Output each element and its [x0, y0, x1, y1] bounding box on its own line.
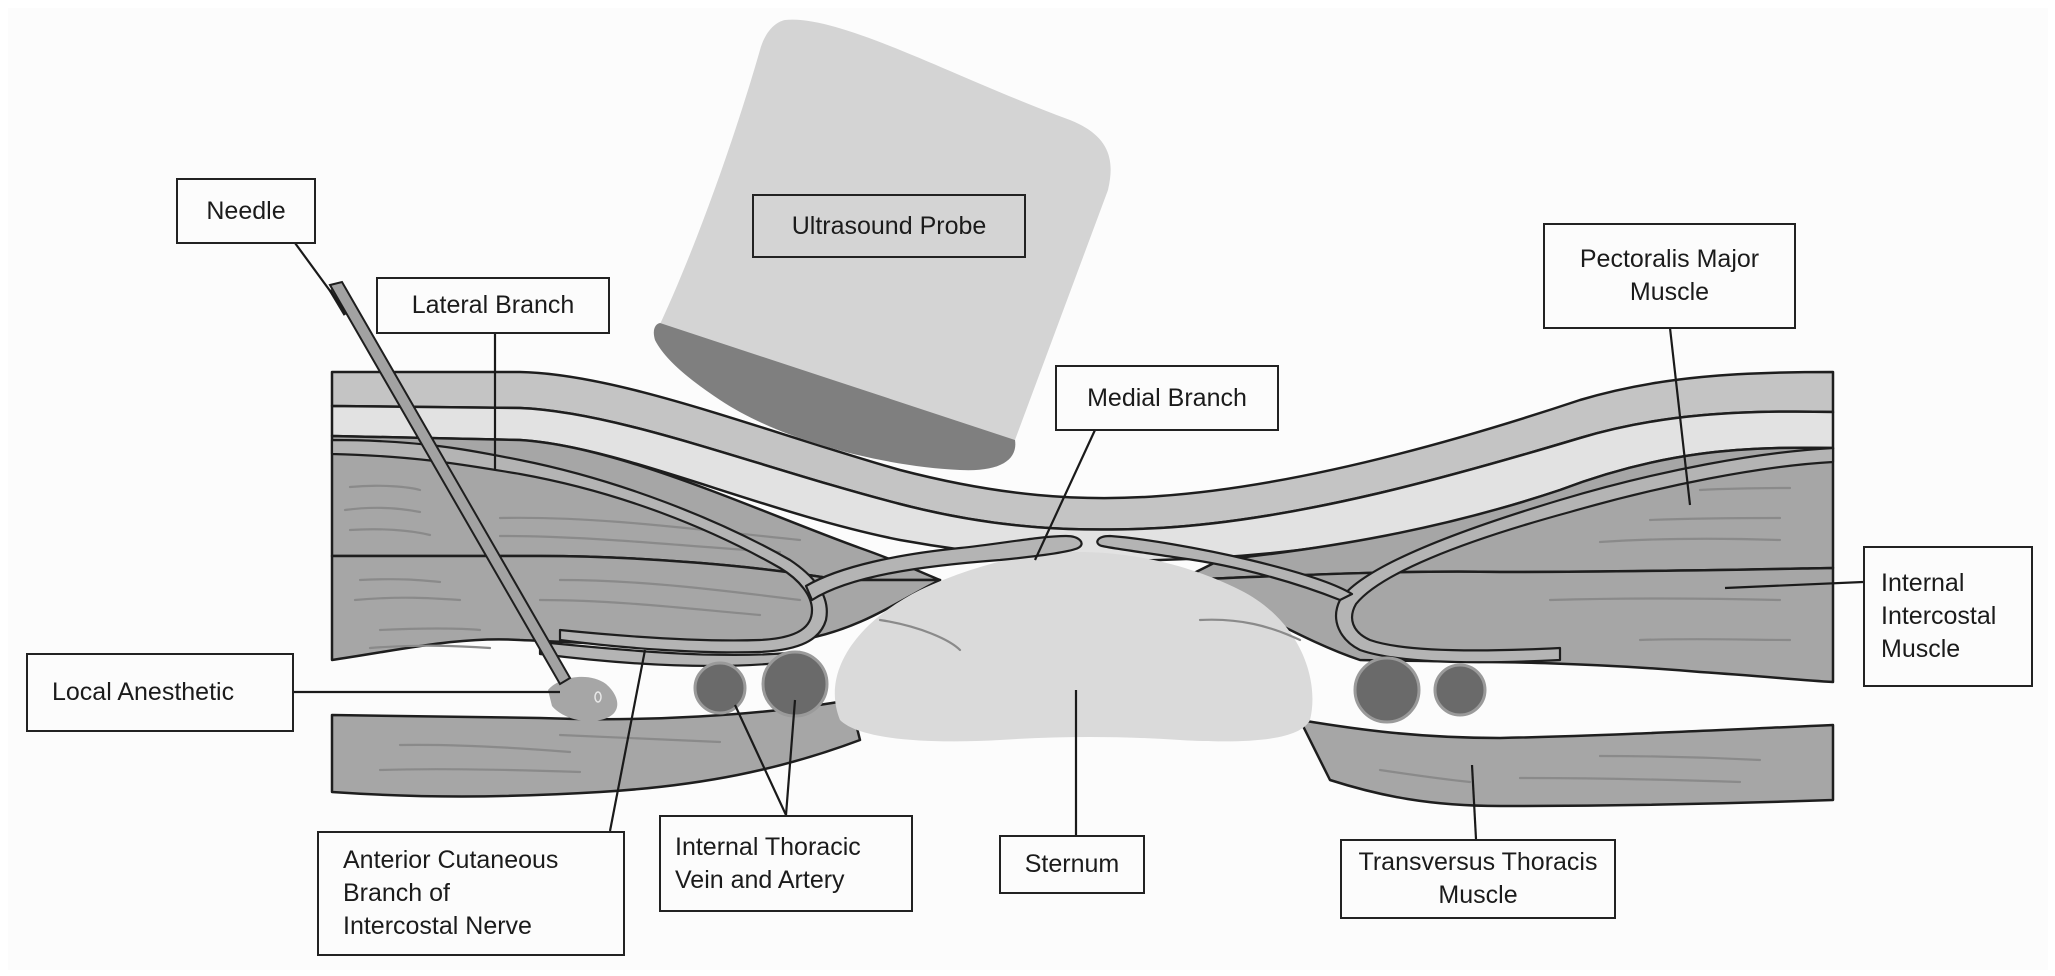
right-medial-branch-nerve	[1096, 534, 1354, 602]
internal-thoracic-vessels-right	[1353, 656, 1487, 724]
medial-branch-label-text: Medial Branch	[1087, 383, 1247, 412]
needle-shaft	[328, 280, 572, 686]
ultrasound-probe-label: Ultrasound Probe	[752, 194, 1026, 258]
right-internal-thoracic-vein	[1433, 663, 1487, 717]
right-transversus-thoracis	[1298, 718, 1835, 808]
leader-lines	[294, 242, 1864, 840]
transversus-thoracis-label: Transversus Thoracis Muscle	[1340, 839, 1616, 919]
internal-thoracic-leader-a	[734, 704, 787, 816]
nerves	[330, 438, 1835, 668]
needle-label-text: Needle	[206, 196, 286, 225]
internal-thoracic-leader-b	[784, 699, 797, 816]
internal-intercostal-label: Internal Intercostal Muscle	[1863, 546, 2033, 687]
transversus-leader	[1470, 764, 1478, 840]
internal-thoracic-label: Internal Thoracic Vein and Artery	[659, 815, 913, 912]
ultrasound-probe-label-text: Ultrasound Probe	[791, 211, 987, 240]
transversus-thoracis-label-text: Transversus Thoracis Muscle	[1358, 848, 1598, 909]
medial-branch-label: Medial Branch	[1055, 365, 1279, 431]
internal-intercostal-leader	[1724, 580, 1864, 590]
local-anesthetic-label: Local Anesthetic	[26, 653, 294, 732]
needle-leader	[294, 242, 345, 311]
internal-intercostal-label-text: Internal Intercostal Muscle	[1881, 569, 1997, 663]
local-anesthetic-label-text: Local Anesthetic	[52, 678, 235, 706]
sternum	[834, 551, 1313, 742]
anterior-cutaneous-label: Anterior Cutaneous Branch of Intercostal…	[317, 831, 625, 956]
lateral-branch-label-text: Lateral Branch	[411, 291, 575, 319]
pectoralis-leader	[1668, 327, 1692, 506]
muscle-fibers	[343, 484, 1792, 784]
left-lateral-branch-nerve	[330, 438, 828, 654]
left-internal-thoracic-artery	[761, 650, 829, 718]
left-internal-intercostal	[330, 554, 942, 662]
internal-thoracic-label-text: Internal Thoracic Vein and Artery	[675, 832, 861, 894]
left-internal-thoracic-vein	[693, 661, 747, 715]
pectoralis-major-label: Pectoralis Major Muscle	[1543, 223, 1796, 329]
sternum-label: Sternum	[999, 835, 1145, 894]
anterior-cutaneous-leader	[608, 649, 647, 832]
anterior-cutaneous-label-text: Anterior Cutaneous Branch of Intercostal…	[343, 846, 559, 940]
pectoralis-major-label-text: Pectoralis Major Muscle	[1579, 245, 1760, 306]
left-medial-branch-nerve	[804, 534, 1083, 602]
right-intercostal-nerve	[1335, 446, 1835, 664]
sternum-label-text: Sternum	[1024, 850, 1120, 878]
needle-label: Needle	[176, 178, 316, 244]
probe-tip	[653, 323, 1016, 471]
anesthetic-bubble	[594, 691, 602, 703]
left-transversus-thoracis	[330, 698, 862, 798]
right-internal-thoracic-artery	[1353, 656, 1421, 724]
medial-branch-leader	[1034, 429, 1096, 561]
local-anesthetic-pool	[548, 676, 618, 722]
internal-thoracic-vessels-left	[693, 650, 829, 718]
lateral-branch-label: Lateral Branch	[376, 277, 610, 334]
